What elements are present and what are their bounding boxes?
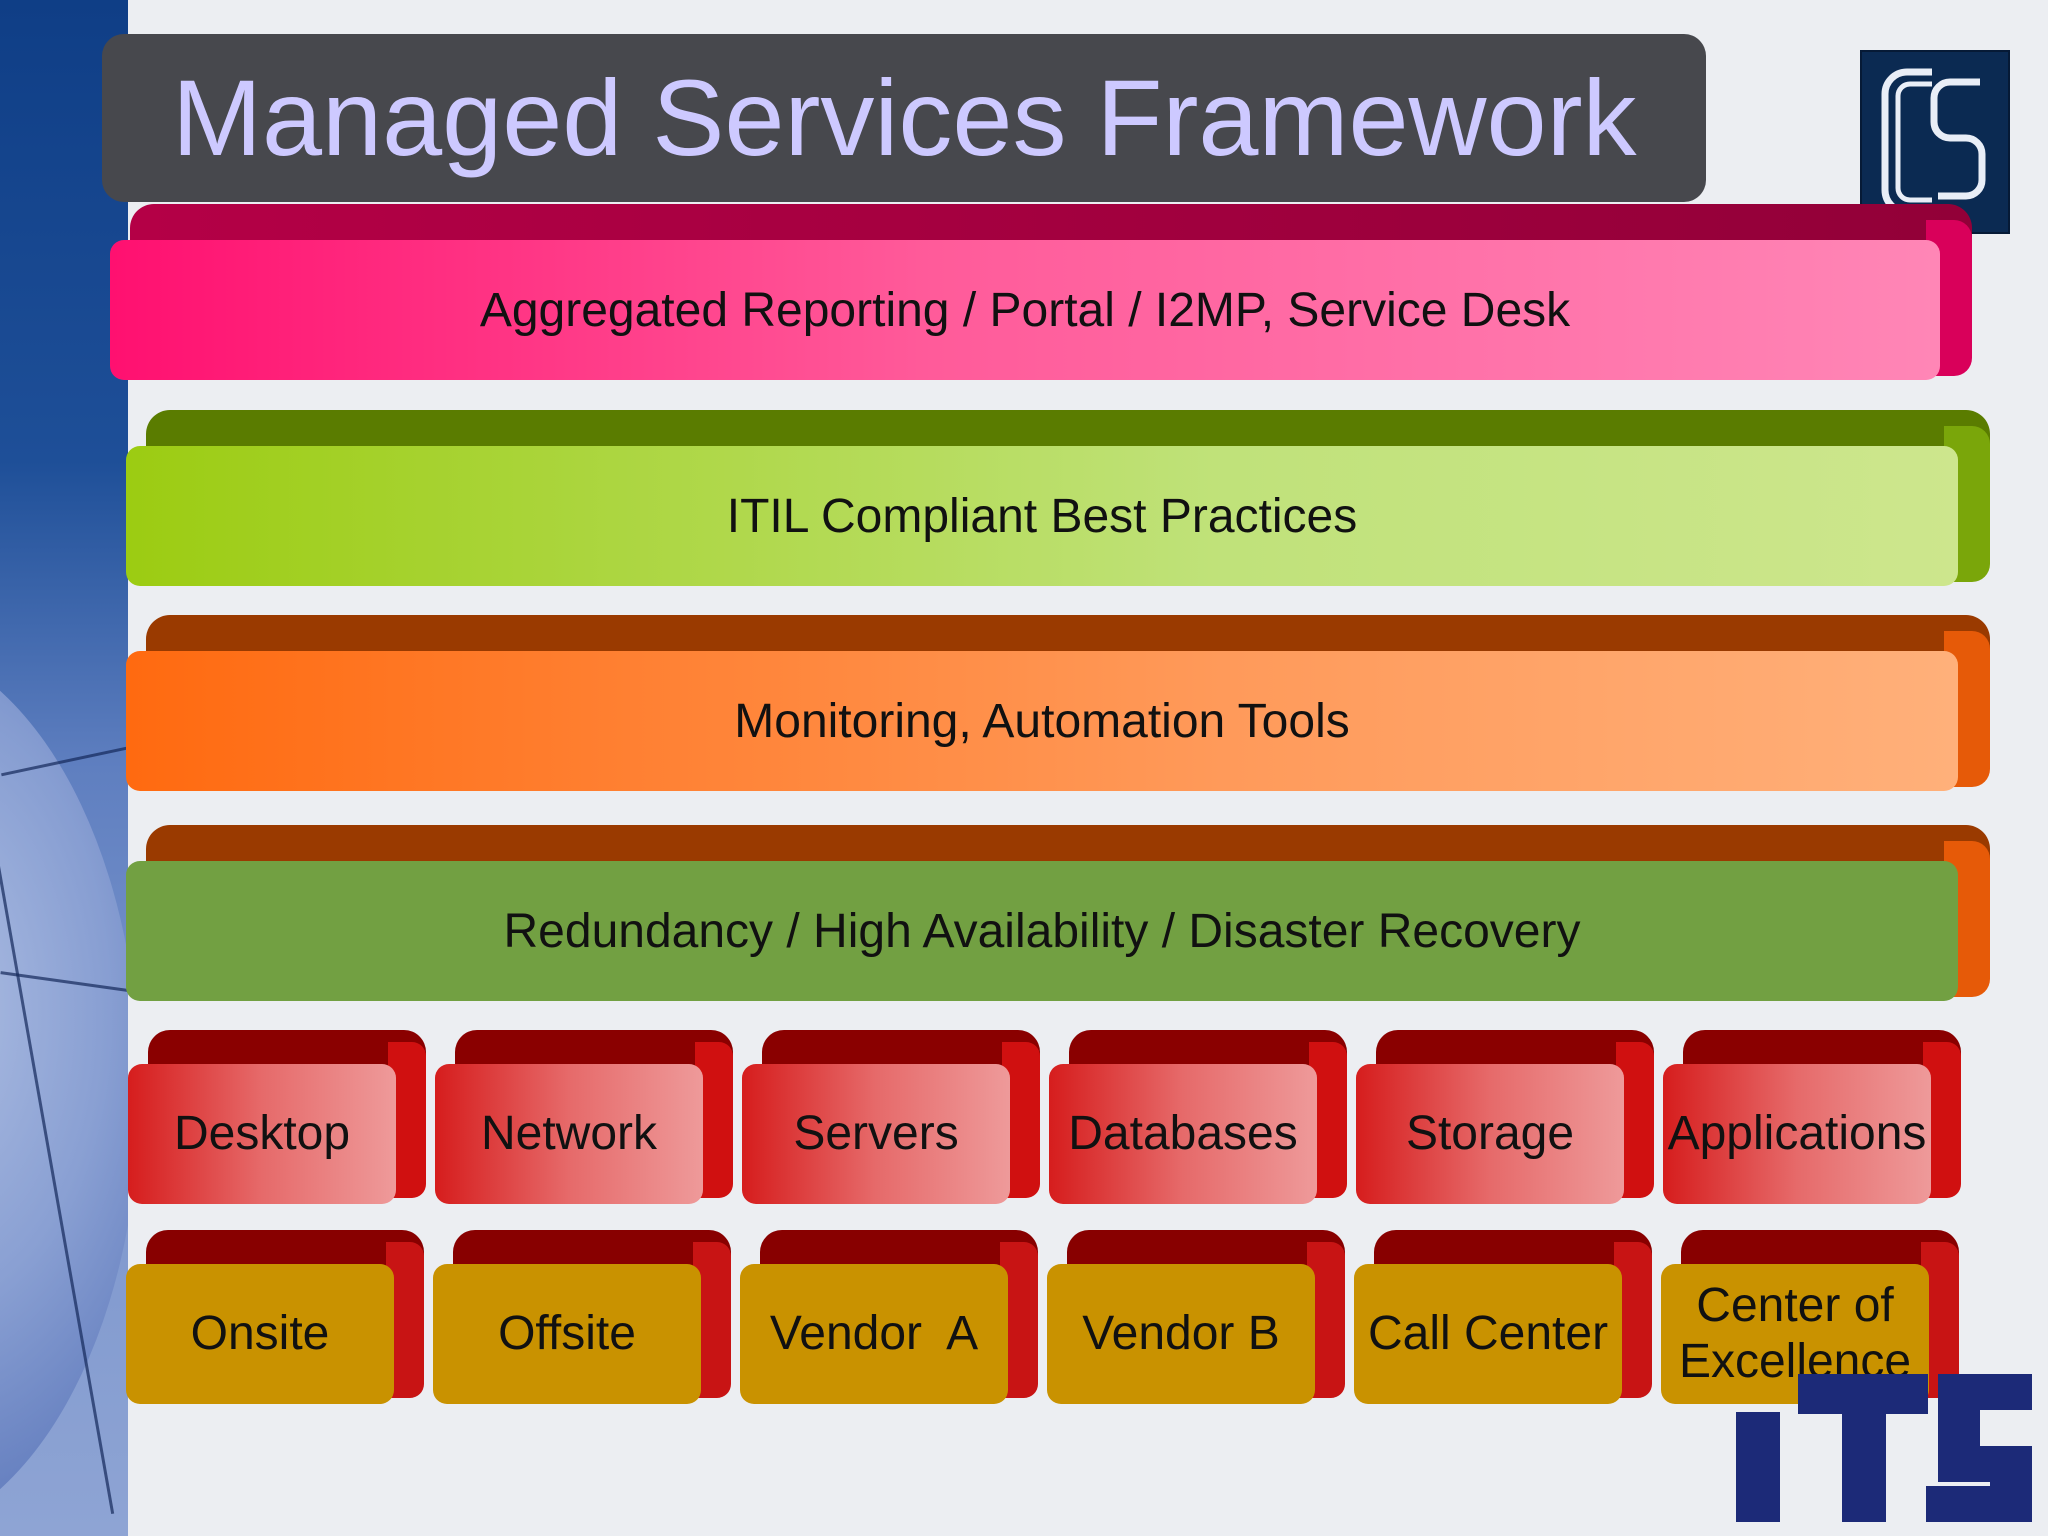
delivery-block: Center of Excellence	[1661, 1230, 1959, 1404]
block-label: Onsite	[190, 1306, 330, 1360]
infrastructure-block: Desktop	[128, 1030, 426, 1204]
block-label: Databases	[1068, 1106, 1298, 1160]
block-label: Storage	[1405, 1106, 1575, 1160]
infrastructure-block: Servers	[742, 1030, 1040, 1204]
block-label: Desktop	[173, 1106, 351, 1160]
layer-label: Monitoring, Automation Tools	[734, 694, 1350, 748]
delivery-block: Offsite	[433, 1230, 731, 1404]
its-logo	[1736, 1370, 2032, 1522]
cs-monogram-icon	[1868, 58, 2002, 226]
block-label: Center of Excellence	[1678, 1278, 1912, 1388]
layer-front-face: Aggregated Reporting / Portal / I2MP, Se…	[110, 240, 1940, 380]
infrastructure-block: Storage	[1356, 1030, 1654, 1204]
layer-front-face: Redundancy / High Availability / Disaste…	[126, 861, 1958, 1001]
title-bar: Managed Services Framework	[102, 34, 1706, 202]
block-label: Offsite	[498, 1306, 636, 1360]
block-label: Servers	[793, 1106, 959, 1160]
layer-reporting: Aggregated Reporting / Portal / I2MP, Se…	[110, 204, 1972, 380]
globe-graphic	[0, 640, 128, 1536]
delivery-block: Vendor B	[1047, 1230, 1345, 1404]
infrastructure-block: Applications	[1663, 1030, 1961, 1204]
layer-front-face: Monitoring, Automation Tools	[126, 651, 1958, 791]
delivery-block: Vendor A	[740, 1230, 1038, 1404]
delivery-block: Onsite	[126, 1230, 424, 1404]
layer-label: ITIL Compliant Best Practices	[726, 489, 1358, 543]
layer-front-face: ITIL Compliant Best Practices	[126, 446, 1958, 586]
block-label: Vendor A	[769, 1306, 979, 1360]
layer-itil: ITIL Compliant Best Practices	[126, 410, 1990, 586]
layer-label: Aggregated Reporting / Portal / I2MP, Se…	[479, 283, 1571, 337]
delivery-block: Call Center	[1354, 1230, 1652, 1404]
block-label: Vendor B	[1082, 1306, 1280, 1360]
page-title: Managed Services Framework	[172, 57, 1637, 178]
cs-logo	[1860, 50, 2010, 234]
block-label: Applications	[1667, 1106, 1927, 1160]
infrastructure-block: Network	[435, 1030, 733, 1204]
block-label: Network	[480, 1106, 658, 1160]
its-logo-icon	[1736, 1374, 2032, 1522]
layer-redundancy: Redundancy / High Availability / Disaste…	[126, 825, 1990, 1001]
layer-monitoring: Monitoring, Automation Tools	[126, 615, 1990, 791]
layer-label: Redundancy / High Availability / Disaste…	[503, 904, 1581, 958]
block-label: Call Center	[1367, 1306, 1609, 1360]
side-globe-band	[0, 0, 128, 1536]
infrastructure-block: Databases	[1049, 1030, 1347, 1204]
